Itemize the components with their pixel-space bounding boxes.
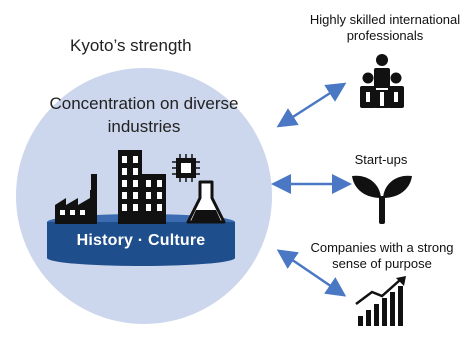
arrow-professionals bbox=[276, 82, 347, 128]
arrow-companies bbox=[276, 249, 347, 297]
chip-icon bbox=[172, 154, 200, 182]
factory-icon bbox=[55, 174, 97, 224]
item-label-startups: Start-ups bbox=[354, 152, 408, 167]
base-label: History · Culture bbox=[76, 232, 206, 249]
sprout-icon bbox=[352, 175, 412, 224]
diagram-title: Kyoto’s strength bbox=[70, 36, 192, 55]
people-icon bbox=[360, 54, 404, 108]
item-label-companies: Companies with a strong sense of purpose bbox=[310, 240, 454, 271]
center-text: Concentration on diverse industries bbox=[49, 94, 239, 136]
flask-icon bbox=[186, 180, 226, 224]
item-label-professionals: Highly skilled international professiona… bbox=[309, 12, 461, 43]
growth-chart-icon bbox=[355, 276, 406, 326]
buildings-icon bbox=[118, 150, 166, 224]
